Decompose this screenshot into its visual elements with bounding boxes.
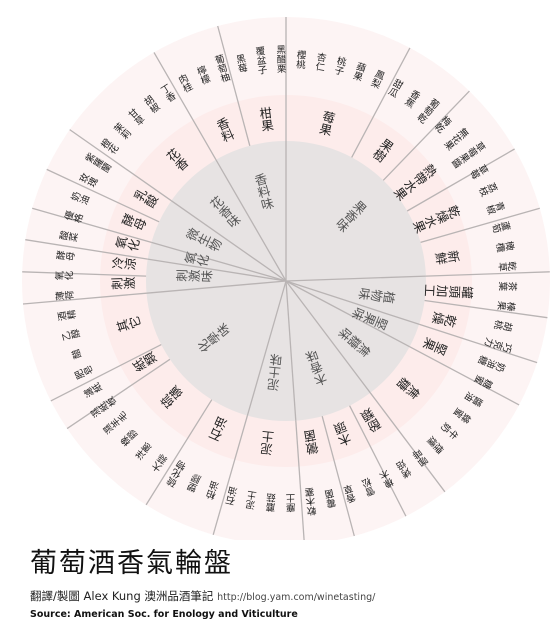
subcategory-spoke — [46, 168, 160, 223]
subcategory-spoke — [382, 90, 470, 181]
subcategory-spoke — [217, 25, 251, 146]
descriptor-label: 酵母 — [55, 250, 76, 264]
subcategory-spoke — [22, 271, 147, 277]
descriptor-label: 酒精 — [57, 309, 78, 324]
descriptor-label: 黑醋栗 — [274, 45, 287, 75]
descriptor-label: 黑莓 — [233, 53, 249, 75]
subcategory-label: 其它 — [115, 314, 143, 335]
descriptor-label: 軟木塞 — [304, 487, 319, 517]
subcategory-spoke — [351, 47, 411, 158]
credit-author: Alex Kung 澳洲品酒筆記 — [83, 589, 214, 603]
subcategory-spoke — [32, 207, 152, 244]
category-spoke — [285, 280, 410, 348]
subcategory-spoke — [425, 271, 550, 277]
subcategory-spoke — [25, 239, 148, 260]
descriptor-label: 茶葉 — [498, 279, 519, 291]
descriptor-label: 覆盆子 — [253, 46, 268, 76]
descriptor-label: 醋 — [70, 348, 84, 363]
wheel-spokes — [22, 17, 550, 540]
subcategory-label: 氧化 — [113, 235, 141, 255]
category-spoke — [215, 159, 287, 282]
subcategory-spoke — [66, 358, 171, 430]
subcategory-label: 莓果 — [316, 109, 337, 137]
category-spoke — [246, 280, 287, 416]
category-spoke — [285, 280, 420, 325]
subcategory-spoke — [212, 415, 249, 535]
subcategory-spoke — [22, 292, 147, 305]
descriptor-label: 榛果 — [496, 298, 518, 312]
category-spoke — [146, 280, 287, 294]
descriptor-label: 橄欖 — [494, 238, 516, 253]
subcategory-spoke — [349, 405, 407, 517]
category-spoke — [285, 280, 371, 394]
subcategory-label: 新鮮 — [433, 247, 462, 266]
credit-line: 翻譯/製圖 Alex Kung 澳洲品酒筆記 http://blog.yam.c… — [30, 588, 550, 604]
subcategory-spoke — [406, 148, 515, 212]
descriptor-label: 乾草 — [497, 259, 518, 272]
subcategory-label: 冷涼 — [111, 256, 137, 273]
category-label: 刺激味 — [175, 269, 213, 285]
descriptor-label: 杏仁 — [313, 51, 328, 72]
category-label: 植物味 — [357, 285, 397, 305]
subcategory-label: 刺激 — [110, 276, 136, 292]
subcategory-label: 黴菌 — [302, 428, 321, 457]
subcategory-spoke — [153, 52, 217, 161]
page-title: 葡萄酒香氣輪盤 — [30, 548, 233, 579]
descriptor-label: 氧化 — [54, 271, 75, 283]
subcategory-spoke — [295, 420, 305, 540]
category-spoke — [151, 241, 287, 282]
credit-label: 翻譯/製圖 — [30, 589, 80, 603]
subcategory-spoke — [69, 129, 172, 202]
subcategory-label: 罐頭加工 — [423, 282, 474, 300]
subcategory-label: 泥土 — [259, 430, 277, 456]
descriptor-label: 霉菌 — [323, 487, 339, 509]
category-label: 氧化 — [183, 250, 211, 270]
subcategory-label: 乾燥 — [430, 308, 458, 328]
descriptor-label: 酸菜 — [57, 229, 79, 245]
subcategory-spoke — [420, 207, 540, 244]
footer: 葡萄酒香氣輪盤 翻譯/製圖 Alex Kung 澳洲品酒筆記 http://bl… — [30, 548, 550, 620]
descriptor-label: 蘑菇 — [265, 492, 278, 513]
subcategory-spoke — [369, 392, 446, 493]
subcategory-spoke — [321, 416, 355, 537]
descriptor-label: 胡桃 — [492, 317, 514, 333]
descriptor-label: 泥土 — [245, 490, 260, 511]
descriptor-label: 櫻桃 — [294, 49, 307, 70]
subcategory-label: 柑果 — [256, 105, 274, 133]
source-line: Source: American Soc. for Enology and Vi… — [30, 609, 298, 620]
subcategory-spoke — [424, 299, 548, 319]
category-spoke — [285, 275, 426, 282]
descriptor-label: 薄荷 — [54, 290, 75, 303]
category-spoke — [170, 200, 287, 282]
subcategory-spoke — [50, 344, 162, 402]
category-label: 泥土味 — [266, 353, 285, 392]
descriptor-label: 塵土 — [286, 493, 298, 513]
subcategory-spoke — [145, 399, 213, 506]
category-spoke — [285, 280, 297, 421]
category-spoke — [147, 258, 287, 282]
subcategory-spoke — [418, 323, 538, 364]
subcategory-spoke — [409, 346, 520, 406]
blog-url[interactable]: http://blog.yam.com/winetasting/ — [217, 592, 376, 603]
